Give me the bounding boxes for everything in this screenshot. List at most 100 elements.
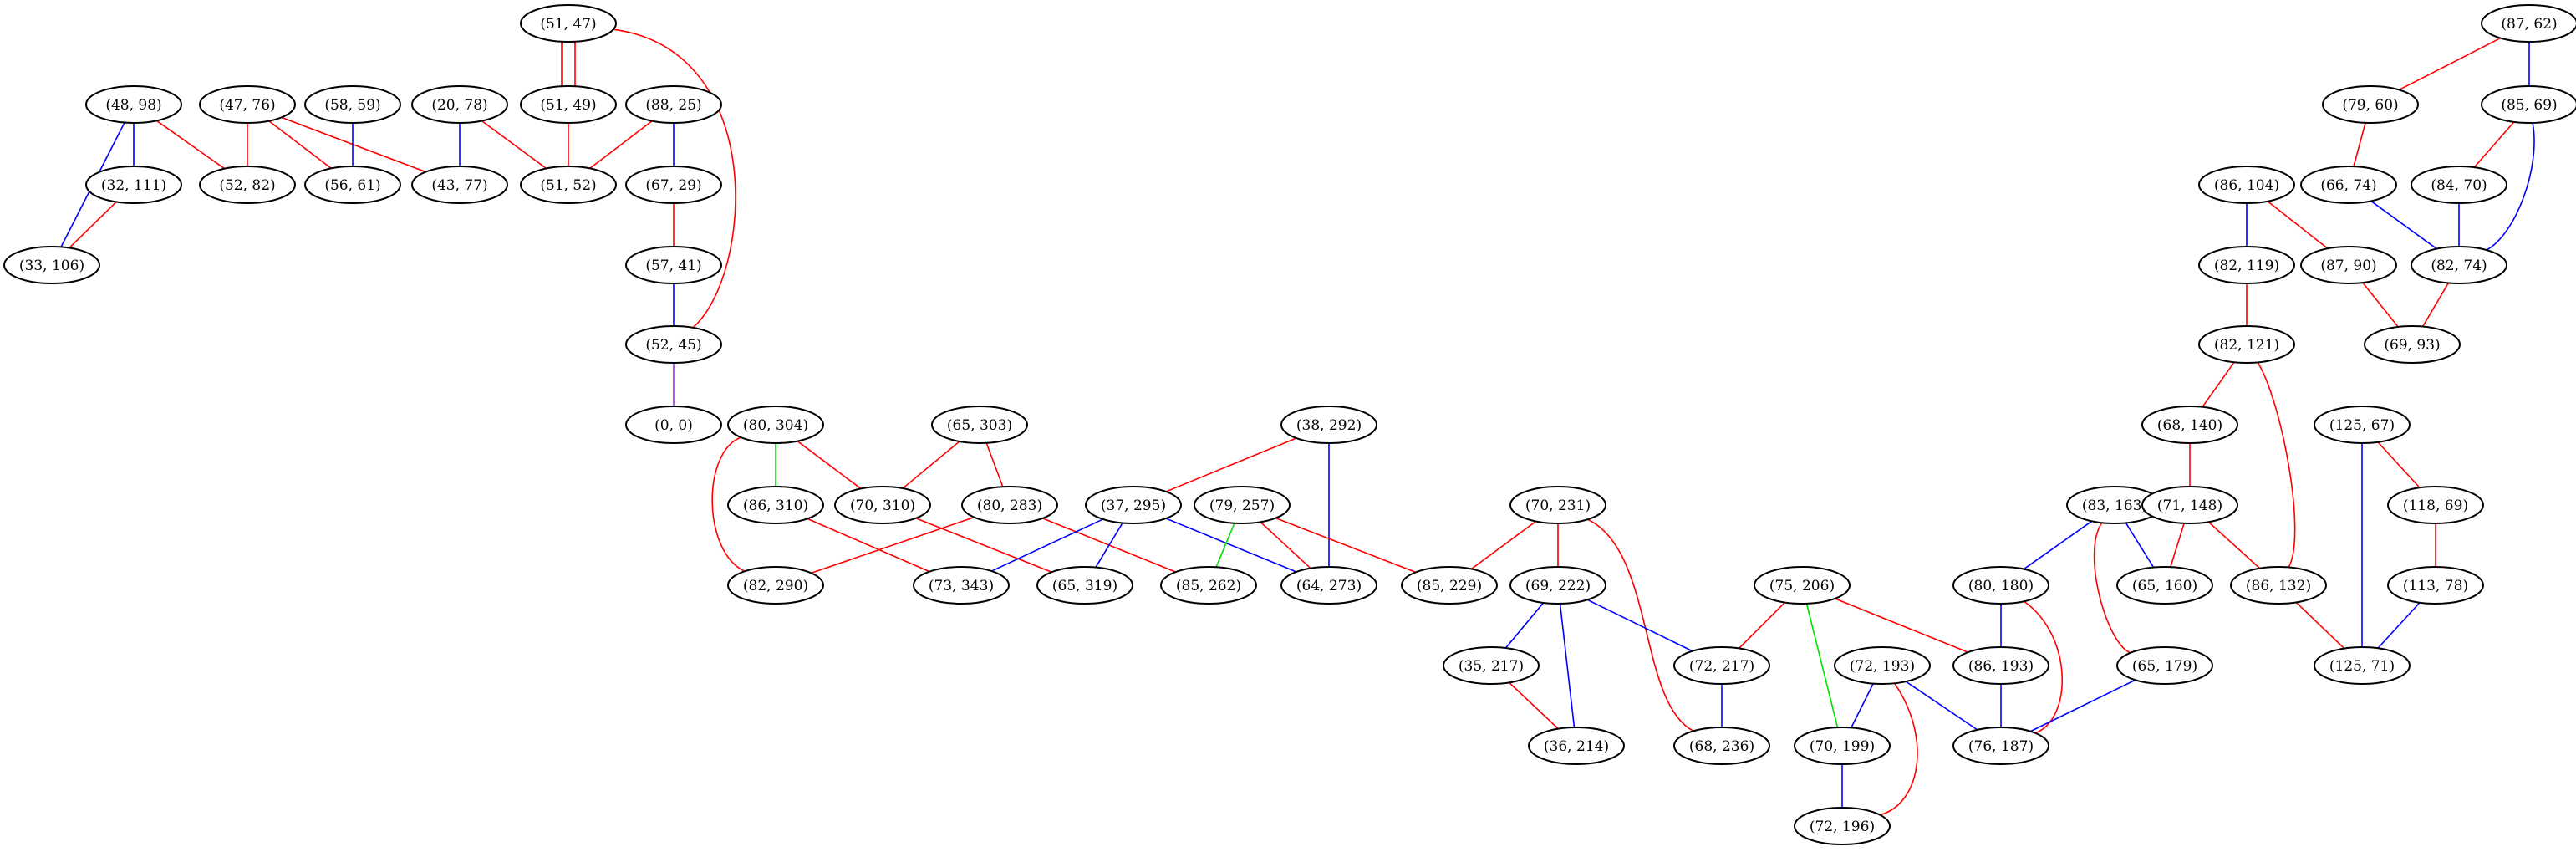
graph-node: (82, 290) xyxy=(727,566,824,605)
node-label: (80, 180) xyxy=(1968,578,2034,594)
edge-n32_111-n33_106 xyxy=(69,201,117,249)
graph-node: (33, 106) xyxy=(3,246,100,284)
graph-node: (80, 283) xyxy=(961,486,1058,524)
node-label: (70, 310) xyxy=(850,497,915,514)
graph-node: (84, 70) xyxy=(2411,166,2507,204)
node-ellipse xyxy=(1952,646,2049,685)
graph-node: (88, 25) xyxy=(625,85,722,124)
node-label: (51, 49) xyxy=(540,97,596,114)
edge-n72_193-n72_196 xyxy=(1880,682,1918,816)
node-label: (65, 179) xyxy=(2132,658,2197,675)
node-ellipse xyxy=(1952,566,2049,605)
edge-n79_257-n64_273 xyxy=(1260,521,1311,569)
graph-node: (79, 257) xyxy=(1194,486,1291,524)
node-label: (86, 104) xyxy=(2214,177,2279,194)
edge-n69_222-n36_214 xyxy=(1559,603,1576,728)
node-label: (64, 273) xyxy=(1296,578,1362,594)
graph-node: (118, 69) xyxy=(2387,486,2484,524)
node-label: (69, 222) xyxy=(1525,578,1591,594)
graph-node: (68, 236) xyxy=(1673,727,1770,765)
graph-node: (72, 196) xyxy=(1794,807,1891,845)
edge-n86_104-n87_90 xyxy=(2267,201,2329,249)
node-ellipse xyxy=(727,486,824,524)
node-ellipse xyxy=(625,325,722,364)
graph-node: (72, 193) xyxy=(1834,646,1931,685)
edge-n72_193-n76_187 xyxy=(1905,681,1978,731)
graph-node: (66, 74) xyxy=(2300,166,2397,204)
node-label: (82, 121) xyxy=(2214,337,2279,354)
graph-node: (71, 148) xyxy=(2141,486,2238,524)
node-label: (82, 74) xyxy=(2431,258,2487,274)
edge-n83_163-n65_160 xyxy=(2125,522,2155,569)
node-ellipse xyxy=(2481,4,2576,43)
node-label: (33, 106) xyxy=(19,258,84,274)
edge-n20_78-n51_52 xyxy=(481,120,547,170)
node-ellipse xyxy=(3,246,100,284)
edge-n80_180-n76_187 xyxy=(2024,600,2064,734)
edge-n51_47-n52_45 xyxy=(613,28,736,329)
edge-n113_78-n125_71 xyxy=(2377,602,2421,649)
node-label: (83, 163) xyxy=(2082,497,2147,514)
edge-n71_148-n65_160 xyxy=(2170,523,2185,568)
node-ellipse xyxy=(1194,486,1291,524)
node-ellipse xyxy=(199,166,296,204)
node-label: (125, 71) xyxy=(2329,658,2395,675)
graph-node: (86, 132) xyxy=(2230,566,2327,605)
node-ellipse xyxy=(2300,246,2397,284)
graph-node: (79, 60) xyxy=(2322,85,2419,124)
node-ellipse xyxy=(1036,566,1133,605)
edge-n65_303-n70_310 xyxy=(902,441,960,489)
graph-node: (70, 231) xyxy=(1509,486,1606,524)
node-ellipse xyxy=(1160,566,1257,605)
node-ellipse xyxy=(625,406,722,444)
edge-n79_257-n85_229 xyxy=(1275,517,1417,574)
node-label: (125, 67) xyxy=(2329,417,2395,434)
edge-n80_304-n70_310 xyxy=(797,440,862,490)
graph-node: (65, 319) xyxy=(1036,566,1133,605)
edge-n82_74-n69_93 xyxy=(2421,283,2450,327)
node-ellipse xyxy=(727,406,824,444)
node-ellipse xyxy=(2481,85,2576,124)
node-label: (52, 45) xyxy=(645,337,701,354)
node-label: (85, 69) xyxy=(2501,97,2557,114)
node-layer: (51, 47)(48, 98)(47, 76)(58, 59)(20, 78)… xyxy=(3,4,2576,845)
graph-node: (76, 187) xyxy=(1952,727,2049,765)
edge-n83_163-n80_180 xyxy=(2023,520,2093,570)
node-ellipse xyxy=(2364,325,2461,364)
graph-node: (82, 74) xyxy=(2411,246,2507,284)
node-ellipse xyxy=(2141,406,2238,444)
node-ellipse xyxy=(2116,646,2213,685)
graph-node: (82, 121) xyxy=(2198,325,2295,364)
graph-node: (43, 77) xyxy=(411,166,508,204)
edge-n75_206-n72_217 xyxy=(1738,601,1786,650)
edge-n72_193-n70_199 xyxy=(1851,683,1874,728)
node-label: (113, 78) xyxy=(2403,578,2468,594)
node-label: (82, 119) xyxy=(2214,258,2279,274)
graph-node: (65, 179) xyxy=(2116,646,2213,685)
node-ellipse xyxy=(304,166,401,204)
node-ellipse xyxy=(199,85,296,124)
node-label: (70, 231) xyxy=(1525,497,1591,514)
node-ellipse xyxy=(727,566,824,605)
node-ellipse xyxy=(1443,646,1540,685)
edge-n87_62-n79_60 xyxy=(2399,37,2501,91)
graph-node: (86, 193) xyxy=(1952,646,2049,685)
node-label: (65, 303) xyxy=(947,417,1012,434)
graph-node: (113, 78) xyxy=(2387,566,2484,605)
node-ellipse xyxy=(1401,566,1498,605)
graph-node: (47, 76) xyxy=(199,85,296,124)
node-label: (43, 77) xyxy=(431,177,487,194)
graph-node: (67, 29) xyxy=(625,166,722,204)
node-label: (72, 217) xyxy=(1689,658,1754,675)
node-ellipse xyxy=(931,406,1028,444)
graph-node: (32, 111) xyxy=(85,166,182,204)
node-ellipse xyxy=(2198,246,2295,284)
graph-node: (68, 140) xyxy=(2141,406,2238,444)
node-ellipse xyxy=(2322,85,2419,124)
edge-n70_231-n85_229 xyxy=(1470,520,1537,570)
graph-node: (85, 69) xyxy=(2481,85,2576,124)
edge-n37_295-n73_343 xyxy=(991,518,1103,572)
graph-node: (82, 119) xyxy=(2198,246,2295,284)
node-label: (85, 262) xyxy=(1176,578,1241,594)
node-label: (72, 196) xyxy=(1810,819,1875,835)
